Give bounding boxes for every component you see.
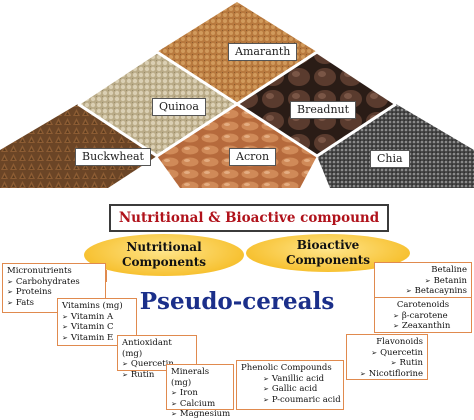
list-item: Betacaynins (379, 286, 467, 297)
list-item: Magnesium (171, 409, 230, 420)
box-title: Betaline (431, 265, 467, 275)
box-title: Vitamins (mg) (62, 301, 123, 311)
list-item: P-coumaric acid (263, 395, 341, 406)
box-title: Minerals (mg) (171, 367, 210, 388)
list-item: Rutin (351, 358, 423, 369)
list-item: Zeaxanthin (393, 321, 467, 332)
phenolic-compounds-box: Phenolic Compounds Vanillic acid Gallic … (236, 360, 344, 410)
list-item: Fats (7, 298, 101, 309)
grain-collage (0, 2, 474, 188)
bioactive-line1: Bioactive (296, 238, 360, 252)
list-item: Nicotiflorine (351, 369, 423, 380)
minerals-box: Minerals (mg) Iron Calcium Magnesium (166, 364, 234, 419)
nutritional-line1: Nutritional (126, 240, 202, 254)
chia-label: Chia (370, 150, 410, 168)
amaranth-label: Amaranth (228, 43, 298, 61)
list-item: Quercetin (351, 348, 423, 359)
list-item: Carbohydrates (7, 277, 101, 288)
flavonoids-box: Flavonoids Quercetin Rutin Nicotiflorine (346, 334, 428, 380)
bioactive-components-oval: Bioactive Components (246, 234, 410, 272)
betaline-box: Betaline Betanin Betacaynins (374, 262, 472, 300)
main-title: Nutritional & Bioactive compound (109, 204, 389, 232)
list-item: Vanillic acid (263, 374, 339, 385)
list-item: Iron (171, 388, 229, 399)
chia-tile (317, 104, 474, 188)
list-item: β-carotene (393, 311, 467, 322)
nutritional-line2: Components (121, 255, 207, 269)
list-item: Gallic acid (263, 384, 339, 395)
quinoa-label: Quinoa (152, 98, 206, 116)
list-item: Vitamin A (62, 312, 132, 323)
buckwheat-label: Buckwheat (75, 148, 151, 166)
acron-tile (157, 104, 317, 188)
list-item: Proteins (7, 287, 101, 298)
list-item: Vitamin E (62, 333, 132, 344)
pseudo-cereals-title: Pseudo-cereals (139, 288, 335, 315)
box-title: Phenolic Compounds (241, 363, 332, 373)
list-item: Vitamin C (62, 322, 132, 333)
carotenoids-box: Carotenoids β-carotene Zeaxanthin (374, 297, 472, 333)
bioactive-line2: Components (285, 253, 371, 267)
list-item: Betanin (379, 276, 467, 287)
box-title: Micronutrients (7, 266, 72, 276)
connector-left-1 (106, 270, 107, 282)
acron-label: Acron (229, 148, 277, 166)
box-title: Flavonoids (376, 337, 423, 347)
box-title: Carotenoids (396, 300, 450, 310)
list-item: Rutin (122, 370, 192, 381)
buckwheat-tile (0, 104, 157, 188)
list-item: Calcium (171, 399, 229, 410)
breadnut-label: Breadnut (290, 101, 357, 119)
box-title: Antioxidant (mg) (122, 338, 172, 359)
nutritional-components-oval: Nutritional Components (84, 234, 244, 276)
list-item: Quercetin (122, 359, 192, 370)
